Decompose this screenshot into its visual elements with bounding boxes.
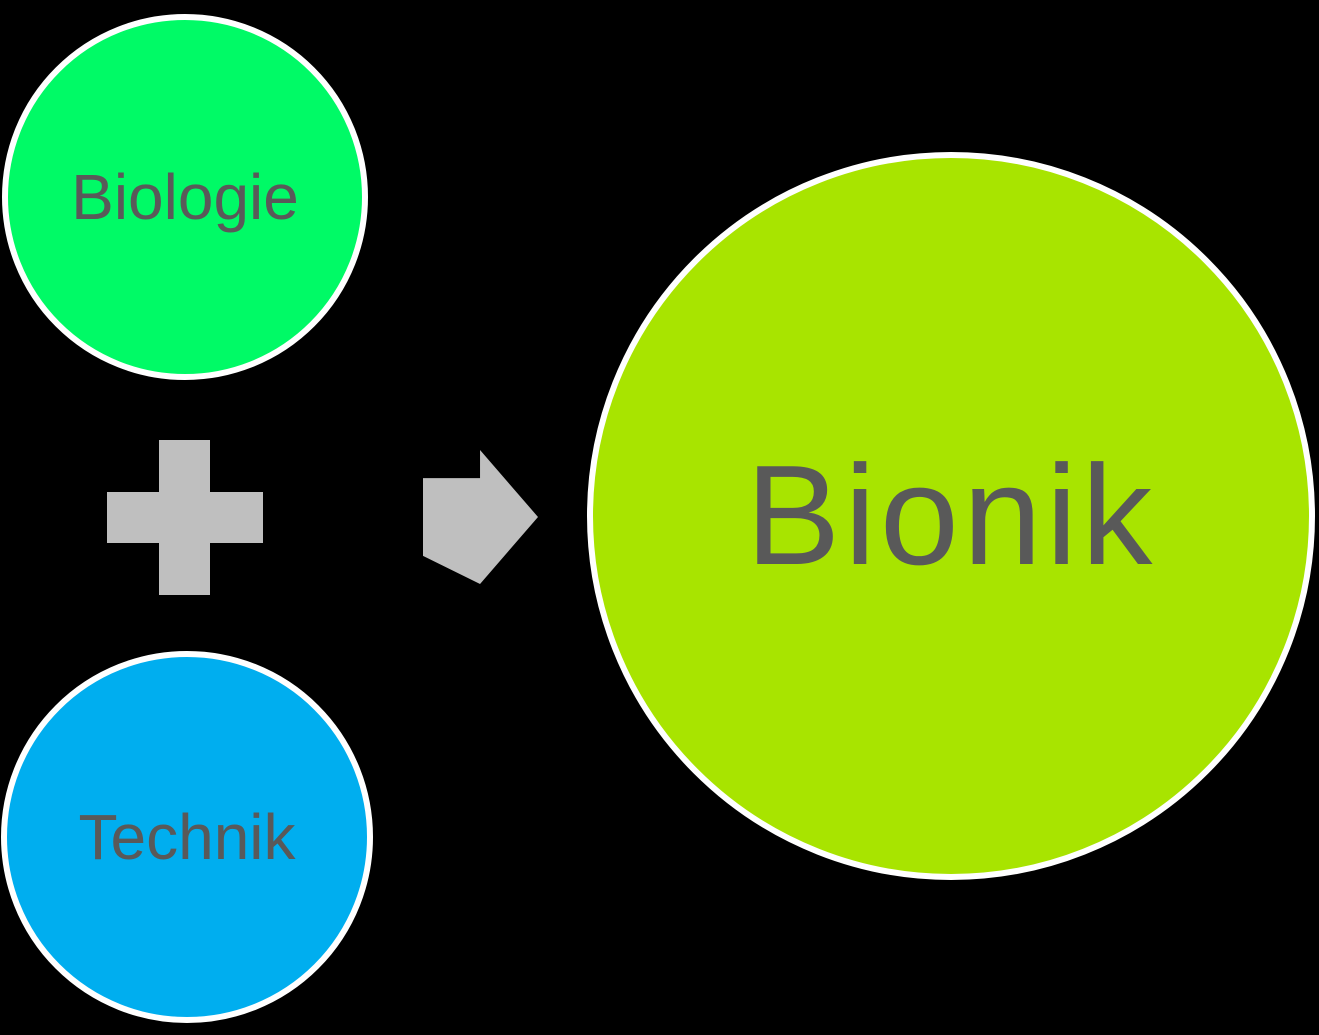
plus-icon-vertical-bar [159, 440, 210, 595]
plus-icon [107, 440, 263, 595]
node-bionik-label: Bionik [745, 436, 1157, 595]
node-technik-circle: Technik [1, 651, 373, 1023]
node-bionik-circle: Bionik [587, 152, 1315, 880]
node-biologie-circle: Biologie [2, 14, 368, 380]
arrow-right-icon [423, 450, 538, 584]
node-technik-label: Technik [78, 801, 296, 873]
node-biologie-label: Biologie [71, 161, 299, 233]
